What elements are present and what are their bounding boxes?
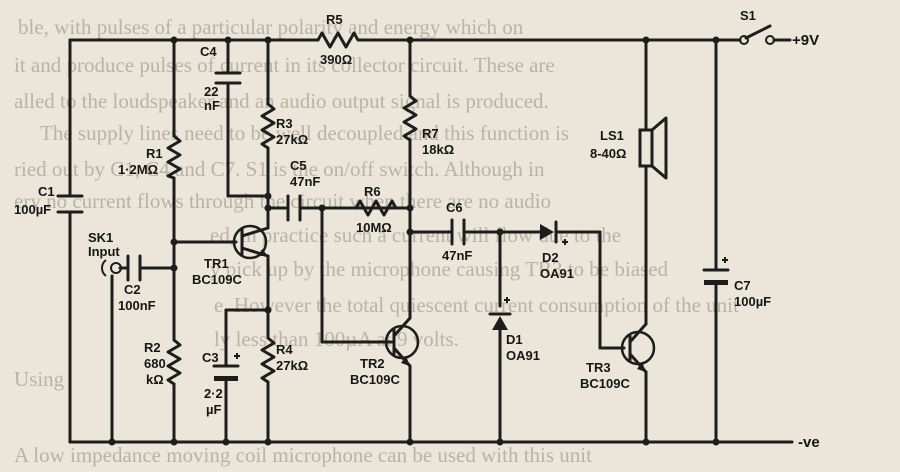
r3-name: R3 xyxy=(276,116,293,131)
capacitor-c7 xyxy=(702,257,730,285)
r2-name: R2 xyxy=(144,340,161,355)
r7-name: R7 xyxy=(422,126,439,141)
tr3-name: TR3 xyxy=(586,360,611,375)
capacitor-c3 xyxy=(212,353,240,381)
resistor-r5 xyxy=(316,31,364,49)
d1-value: OA91 xyxy=(506,348,540,363)
tr2-value: BC109C xyxy=(350,372,400,387)
c3-value-1: 2·2 xyxy=(204,386,223,401)
ground-label: -ve xyxy=(798,434,820,451)
sk1-name: SK1 xyxy=(88,230,113,245)
tr1-value: BC109C xyxy=(192,272,242,287)
r7-value: 18kΩ xyxy=(422,142,454,157)
r1-name: R1 xyxy=(146,146,163,161)
diode-d1 xyxy=(488,297,512,330)
ls1-name: LS1 xyxy=(600,128,624,143)
diode-d2 xyxy=(540,220,568,245)
tr2-name: TR2 xyxy=(360,356,385,371)
supply-label: +9V xyxy=(792,32,819,49)
transistor-tr1 xyxy=(232,224,270,260)
capacitor-c2 xyxy=(126,254,142,282)
d2-name: D2 xyxy=(542,250,559,265)
c2-name: C2 xyxy=(124,282,141,297)
resistor-r1 xyxy=(166,134,182,180)
c1-value: 100µF xyxy=(14,202,51,217)
c7-name: C7 xyxy=(734,278,751,293)
switch-s1 xyxy=(739,24,792,45)
capacitor-c4 xyxy=(214,71,242,85)
r2-value-1: 680 xyxy=(144,356,166,371)
resistor-r6 xyxy=(354,199,398,217)
r5-name: R5 xyxy=(326,12,343,27)
c3-value-2: µF xyxy=(206,402,221,417)
transistor-tr3 xyxy=(620,322,656,374)
c1-name: C1 xyxy=(38,184,55,199)
c6-name: C6 xyxy=(446,200,463,215)
bg-line-9: e. However the total quiescent current c… xyxy=(214,293,739,317)
tr1-name: TR1 xyxy=(204,256,229,271)
ls1-value: 8-40Ω xyxy=(590,146,626,161)
background-page-text: ble, with pulses of a particular polarit… xyxy=(14,15,739,467)
bg-line-3: alled to the loudspeaker and an audio ou… xyxy=(14,89,549,113)
d1-name: D1 xyxy=(506,332,523,347)
bg-line-12: A low impedance moving coil microphone c… xyxy=(14,443,592,467)
bg-line-4: The supply lines need to be well decoupl… xyxy=(40,121,569,145)
c5-value: 47nF xyxy=(290,174,320,189)
speaker-ls1 xyxy=(638,116,668,180)
resistor-r4 xyxy=(260,336,276,384)
bg-line-5: ried out by C1, C4 and C7. S1 is the on/… xyxy=(14,157,545,181)
r6-name: R6 xyxy=(364,184,381,199)
c4-value-1: 22 xyxy=(204,84,218,99)
c3-name: C3 xyxy=(202,350,219,365)
c6-value: 47nF xyxy=(442,248,472,263)
input-socket-sk1 xyxy=(101,259,122,277)
r4-name: R4 xyxy=(276,342,293,357)
tr3-value: BC109C xyxy=(580,376,630,391)
r1-value: 1·2MΩ xyxy=(118,162,158,177)
capacitor-c5 xyxy=(286,194,302,222)
r3-value: 27kΩ xyxy=(276,132,308,147)
junctions xyxy=(108,36,720,446)
c2-value: 100nF xyxy=(118,298,156,313)
c4-value-2: nF xyxy=(204,98,220,113)
resistor-r7 xyxy=(402,94,418,142)
resistor-r2 xyxy=(166,338,182,386)
s1-name: S1 xyxy=(740,8,756,23)
capacitor-c6 xyxy=(450,218,466,246)
c5-name: C5 xyxy=(290,158,307,173)
bg-line-11: Using xyxy=(14,367,65,391)
r6-value: 10MΩ xyxy=(356,220,392,235)
bg-line-7: ed, in practice such a current will flow… xyxy=(210,223,621,247)
bg-line-1: ble, with pulses of a particular polarit… xyxy=(18,15,524,39)
c7-value: 100µF xyxy=(734,294,771,309)
sk1-label: Input xyxy=(88,244,120,259)
r4-value: 27kΩ xyxy=(276,358,308,373)
r2-value-2: kΩ xyxy=(146,372,164,387)
capacitor-c1 xyxy=(56,194,84,214)
transistor-tr2 xyxy=(384,316,420,368)
d2-value: OA91 xyxy=(540,266,574,281)
bg-line-8: y pick up by the microphone causing TR3 … xyxy=(210,257,669,281)
c4-name: C4 xyxy=(200,44,217,59)
bg-line-2: it and produce pulses of current in its … xyxy=(14,53,555,77)
resistor-r3 xyxy=(260,102,276,150)
wiring xyxy=(68,38,794,444)
bg-line-10: ly less than 100µA at 9 volts. xyxy=(214,327,459,351)
r5-value: 390Ω xyxy=(320,52,352,67)
